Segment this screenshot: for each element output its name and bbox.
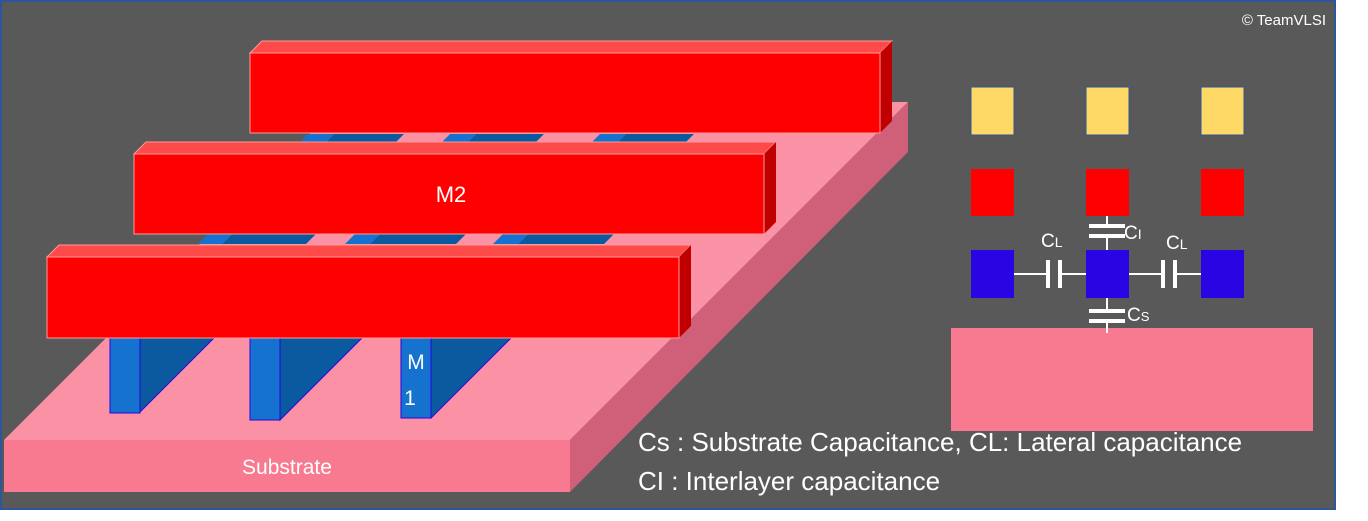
m2-label: M2 bbox=[436, 182, 467, 207]
m1-segment bbox=[618, 134, 694, 142]
m2-bar-middle: M2 bbox=[132, 141, 778, 235]
cross-section-substrate bbox=[951, 328, 1313, 431]
m1-wire-front bbox=[249, 337, 281, 421]
substrate-front-face bbox=[4, 440, 570, 492]
label-ci: CI bbox=[1124, 223, 1142, 244]
metal2-square bbox=[1201, 169, 1244, 216]
capacitor-plates bbox=[1046, 224, 1177, 323]
m1-segment bbox=[222, 234, 316, 244]
substrate-label: Substrate bbox=[242, 456, 332, 479]
via-square bbox=[1200, 86, 1245, 136]
m1-wires: M 1 bbox=[109, 134, 694, 422]
metal1-square-right bbox=[1201, 250, 1244, 298]
legend-line-1: Cs : Substrate Capacitance, CL: Lateral … bbox=[638, 427, 1243, 457]
m1-segment bbox=[442, 134, 476, 142]
via-square bbox=[1085, 86, 1130, 136]
m1-segment bbox=[518, 234, 614, 244]
m1-segment bbox=[300, 134, 334, 142]
substrate-side-face bbox=[570, 102, 908, 492]
m1-segment bbox=[592, 134, 626, 142]
cross-section: CL CI CL CS bbox=[951, 86, 1313, 431]
m1-segment bbox=[326, 134, 404, 142]
m1-segment bbox=[345, 234, 380, 244]
m1-label-line2: 1 bbox=[404, 387, 416, 410]
label-cl-left: CL bbox=[1041, 231, 1063, 252]
m1-wire-front bbox=[109, 337, 141, 414]
m2-bar-front bbox=[45, 244, 693, 339]
metal2-square bbox=[1086, 169, 1129, 216]
m1-segment bbox=[370, 234, 466, 244]
metal1-square-center bbox=[1086, 250, 1129, 298]
via-square bbox=[970, 86, 1015, 136]
m1-segment bbox=[198, 234, 232, 244]
m1-segment bbox=[493, 234, 528, 244]
m2-bar-back bbox=[248, 40, 894, 134]
metal2-square bbox=[971, 169, 1014, 216]
metal1-square-left bbox=[971, 250, 1014, 298]
copyright-notice: © TeamVLSI bbox=[1241, 12, 1326, 29]
m1-label-line1: M bbox=[407, 351, 425, 374]
m1-segment bbox=[468, 134, 544, 142]
label-cs: CS bbox=[1127, 305, 1150, 326]
label-cl-right: CL bbox=[1166, 233, 1188, 254]
legend-line-2: CI : Interlayer capacitance bbox=[638, 466, 941, 496]
